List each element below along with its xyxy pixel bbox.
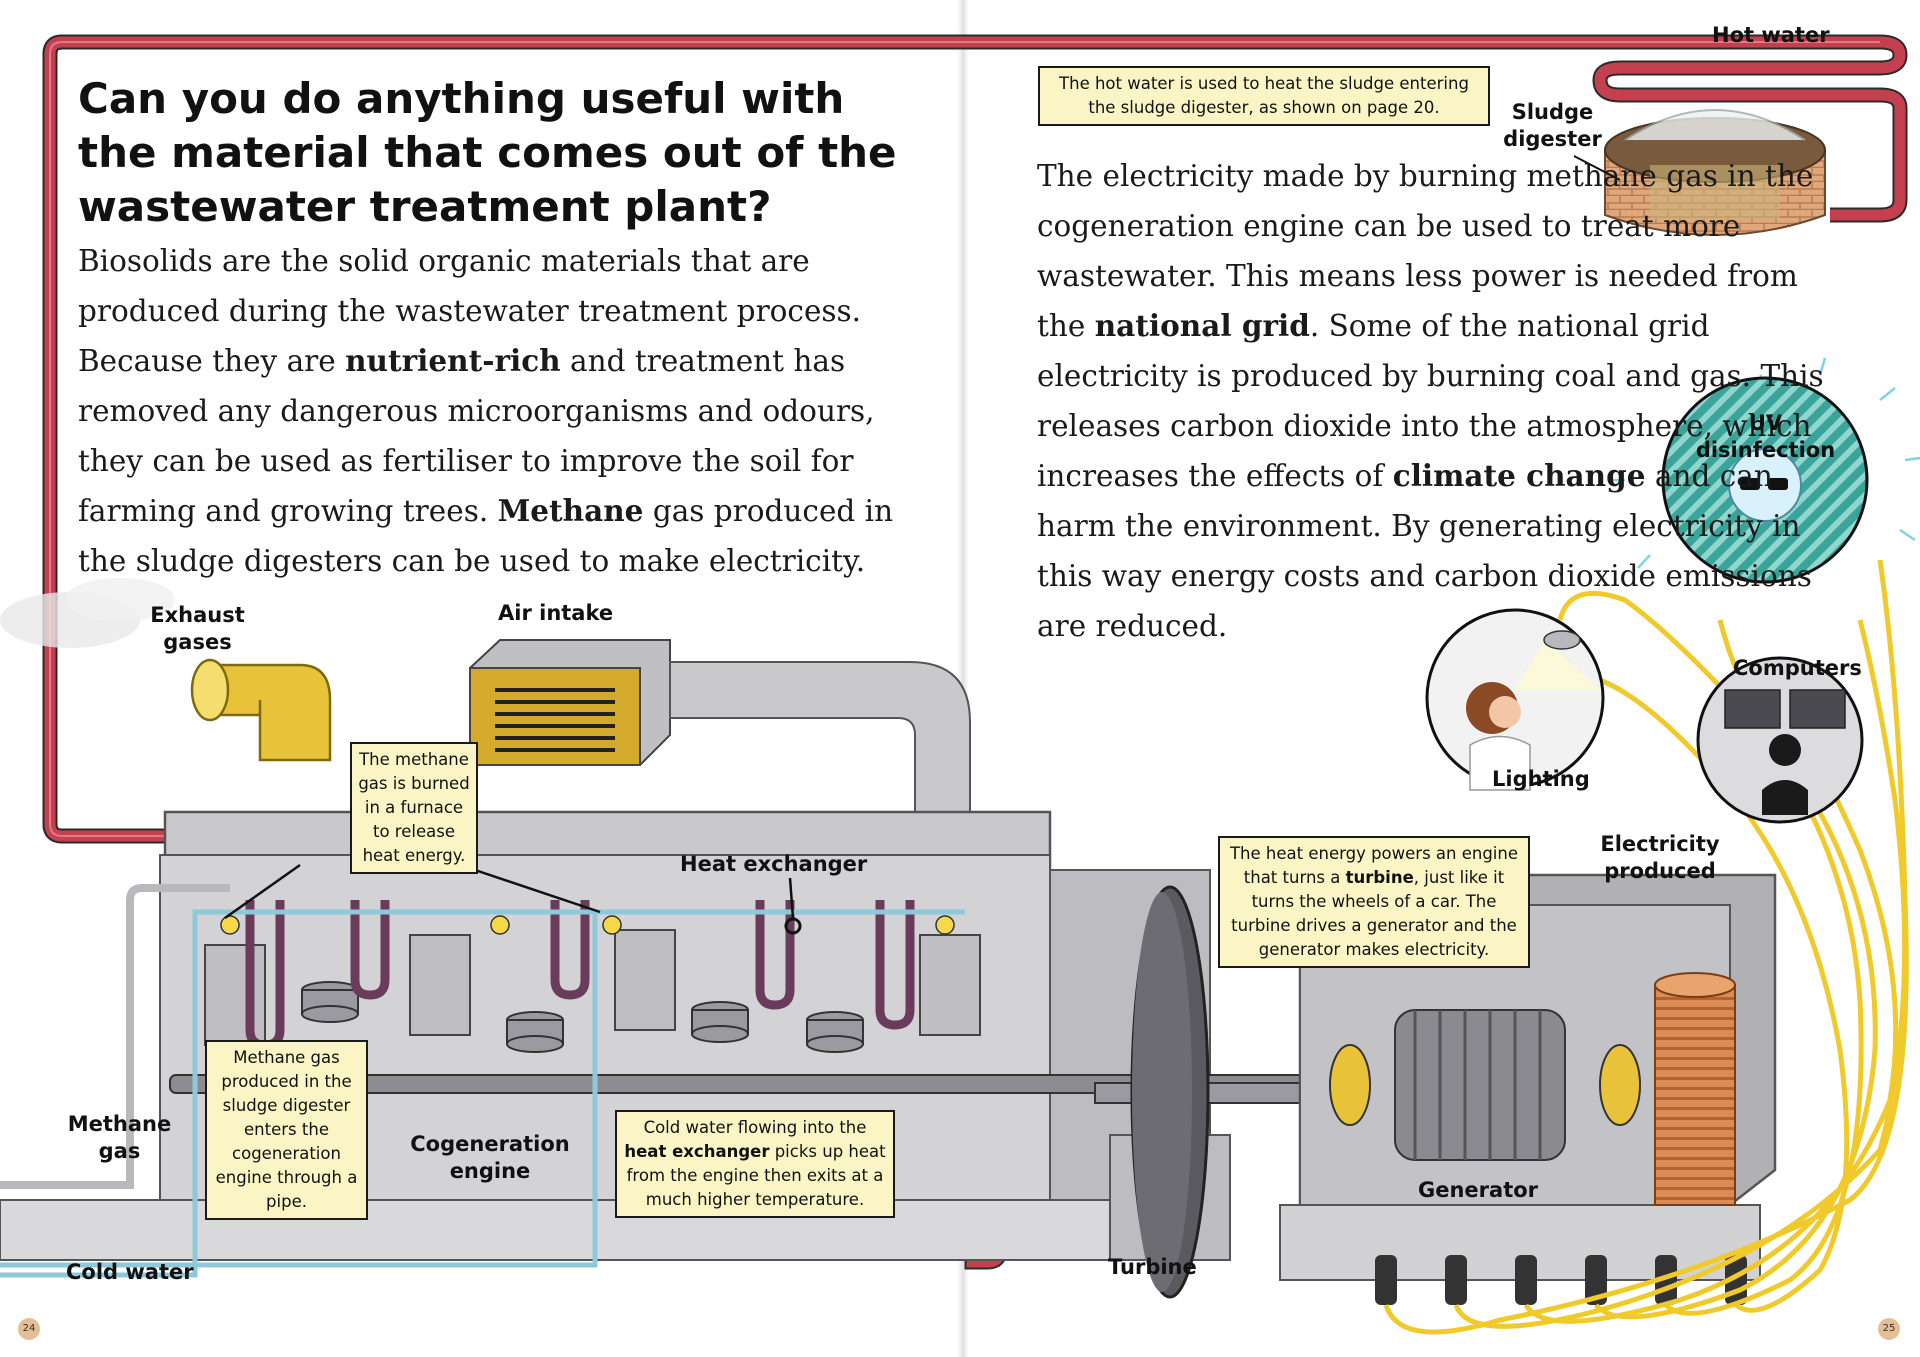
label-heat-exchanger: Heat exchanger [680,852,868,876]
intro-paragraph: Biosolids are the solid organic material… [78,244,894,578]
computers-circle [1696,656,1864,824]
label-electricity-produced: Electricity produced [1600,832,1720,883]
key-term-climate-change: climate change [1392,458,1646,493]
label-methane-gas: Methane gas [67,1112,172,1163]
key-term-heat-exchanger: heat exchanger [624,1142,770,1161]
label-lighting: Lighting [1492,767,1590,791]
exhaust-pipe [0,578,332,762]
note-hot-water: The hot water is used to heat the sludge… [1038,66,1490,126]
key-term-turbine: turbine [1345,868,1414,887]
label-cold-water: Cold water [66,1260,194,1284]
key-term-national-grid: national grid [1094,308,1310,343]
turbine-drawing [1094,885,1346,1299]
label-computers: Computers [1733,656,1862,680]
electricity-paragraph: The electricity made by burning methane … [1037,159,1824,643]
note-methane: Methane gas produced in the sludge diges… [205,1040,368,1220]
callout-lines [224,863,795,920]
key-term-nutrient-rich: nutrient-rich [345,343,561,378]
page-title: Can you do anything useful with the mate… [78,74,897,231]
note-turbine: The heat energy powers an engine that tu… [1218,836,1530,968]
label-sludge-digester: Sludge digester [1503,100,1602,151]
label-air-intake: Air intake [498,601,614,625]
sludge-digester-drawing [1573,109,1826,236]
label-turbine: Turbine [1108,1255,1197,1279]
page-number-right: 25 [1878,1318,1900,1340]
label-generator: Generator [1418,1178,1539,1202]
note-furnace: The methane gas is burned in a furnace t… [350,742,478,874]
lighting-circle [1425,608,1605,791]
label-hot-water: Hot water [1712,23,1830,47]
label-cogeneration-engine: Cogeneration engine [410,1132,570,1183]
page-number-left: 24 [18,1318,40,1340]
label-uv-disinfection: UV disinfection [1695,411,1836,462]
uv-disinfection-circle [1608,357,1920,584]
label-exhaust-gases: Exhaust gases [150,603,245,654]
key-term-methane: Methane [497,493,644,528]
air-intake-drawing [469,639,971,841]
note-cold-water: Cold water flowing into the heat exchang… [615,1110,895,1218]
